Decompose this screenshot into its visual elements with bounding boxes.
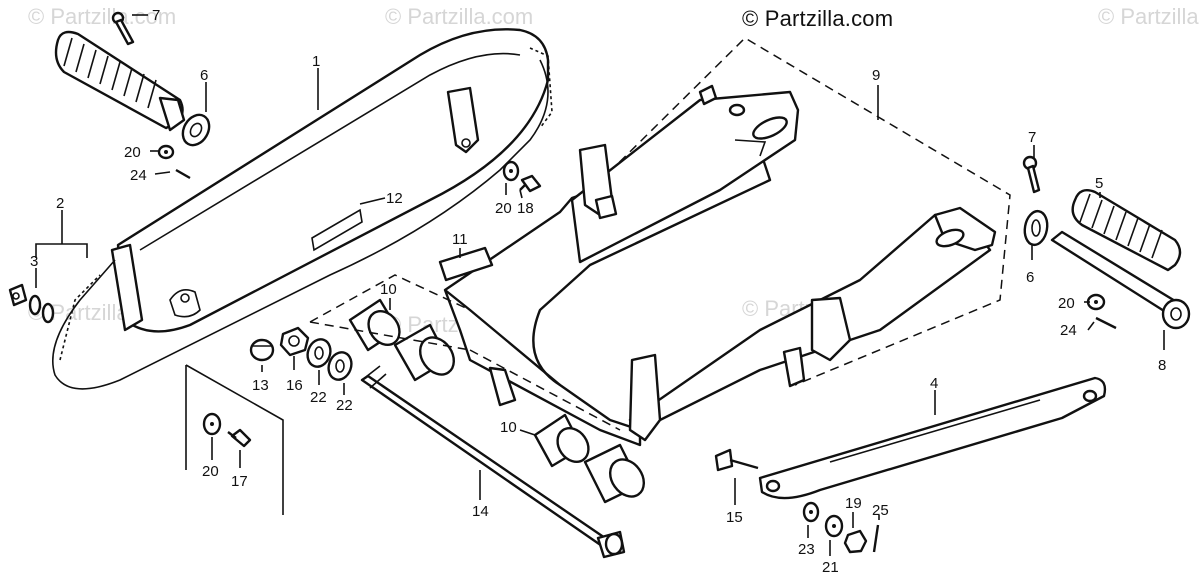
nut-19[interactable] (843, 529, 868, 554)
callout-11: 11 (452, 231, 468, 248)
callout-16: 16 (286, 377, 303, 394)
leader-lines (35, 14, 1165, 556)
callout-20c: 20 (202, 463, 219, 480)
master-link[interactable] (8, 283, 55, 324)
callout-7a: 7 (152, 7, 160, 24)
callout-24a: 24 (130, 167, 147, 184)
callout-10b: 10 (500, 419, 517, 436)
brand-watermark: © Partzilla.com (742, 6, 894, 31)
washer-20b[interactable] (502, 160, 520, 182)
callout-22a: 22 (310, 389, 327, 406)
callout-23: 23 (798, 541, 815, 558)
washer-23[interactable] (802, 501, 820, 523)
washer-20a[interactable] (157, 144, 175, 160)
callout-13: 13 (252, 377, 269, 394)
callout-2: 2 (56, 195, 64, 212)
nut-16[interactable] (279, 326, 310, 357)
watermark: © Partzilla.com (385, 4, 534, 29)
callout-21: 21 (822, 559, 839, 576)
callout-24b: 24 (1060, 322, 1077, 339)
callout-15: 15 (726, 509, 743, 526)
footpeg-right-shaft[interactable] (1050, 230, 1191, 330)
watermark: © Partzilla.com (28, 4, 177, 29)
pin-24a[interactable] (175, 168, 191, 180)
callout-14: 14 (472, 503, 489, 520)
callout-25: 25 (872, 502, 889, 519)
pivot-bolt[interactable] (360, 365, 626, 559)
callout-5: 5 (1095, 175, 1103, 192)
callout-10a: 10 (380, 281, 397, 298)
washer-6a[interactable] (178, 110, 215, 150)
bolt-18[interactable] (519, 174, 542, 193)
callout-20a: 20 (124, 144, 141, 161)
footpeg-left[interactable] (54, 30, 186, 132)
swingarm[interactable] (443, 84, 997, 447)
washer-22b[interactable] (325, 349, 355, 383)
callout-6b: 6 (1026, 269, 1034, 286)
callout-12: 12 (386, 190, 403, 207)
chain-case[interactable] (110, 28, 550, 333)
watermark: © Partzilla.com (1098, 4, 1200, 29)
callout-20d: 20 (1058, 295, 1075, 312)
cap-13[interactable] (249, 338, 275, 362)
callout-1: 1 (312, 53, 320, 70)
bolt-15[interactable] (714, 448, 759, 472)
callout-3: 3 (30, 253, 38, 270)
washer-21[interactable] (824, 514, 844, 538)
washer-22a[interactable] (304, 336, 334, 370)
washer-6b[interactable] (1022, 209, 1050, 247)
collar-10a[interactable] (393, 323, 461, 382)
pivot-guide-lower (469, 349, 621, 431)
callout-bracket-2 (35, 243, 88, 258)
washer-20d[interactable] (1086, 293, 1106, 311)
pin-24b[interactable] (1095, 316, 1117, 330)
callout-22b: 22 (336, 397, 353, 414)
footpeg-rubber[interactable] (1071, 189, 1182, 272)
callout-8: 8 (1158, 357, 1166, 374)
callout-17: 17 (231, 473, 248, 490)
cotter-pin-25[interactable] (872, 524, 880, 553)
pivot-guide-upper (309, 321, 471, 351)
bushing-10b[interactable] (533, 413, 595, 468)
pivot-guide-left (309, 274, 471, 323)
callout-19: 19 (845, 495, 862, 512)
torque-link[interactable] (758, 376, 1107, 500)
callout-18: 18 (517, 200, 534, 217)
callout-7b: 7 (1028, 129, 1036, 146)
bracket-line-diag (185, 364, 284, 515)
cotter-pin-7a[interactable] (111, 11, 135, 46)
rubber-pad-11[interactable] (438, 246, 494, 282)
drive-chain[interactable] (52, 47, 553, 390)
callout-4: 4 (930, 375, 938, 392)
collar-10b[interactable] (583, 443, 651, 504)
bolt-17[interactable] (227, 428, 252, 448)
washer-20c[interactable] (202, 412, 222, 436)
callout-20b: 20 (495, 200, 512, 217)
cotter-pin-7b[interactable] (1022, 155, 1041, 194)
callout-6a: 6 (200, 67, 208, 84)
callout-9: 9 (872, 67, 880, 84)
swingarm-group-box (469, 37, 1011, 386)
